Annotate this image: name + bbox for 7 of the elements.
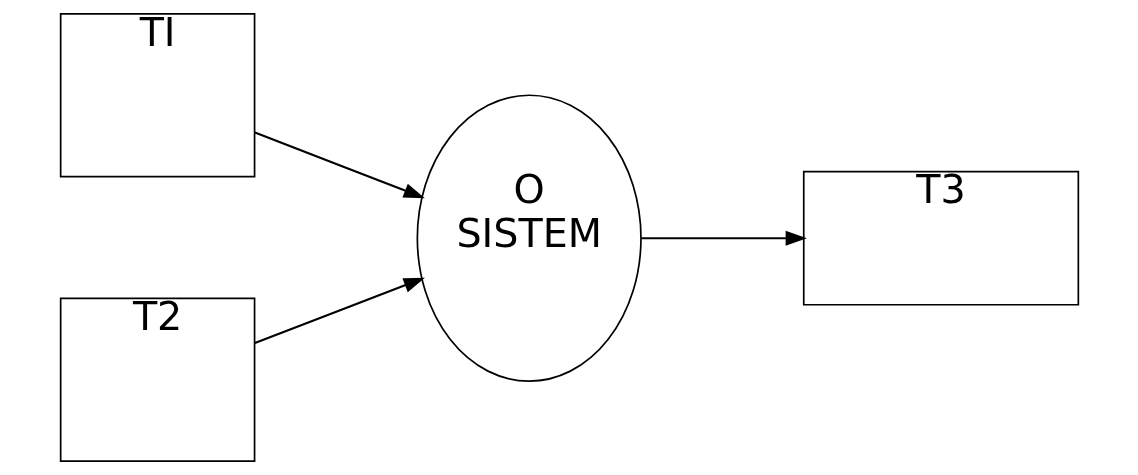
arrow [254,277,425,344]
arrow [640,230,807,246]
node-box: T3 [802,170,1079,306]
node-box: TI [59,13,255,178]
node-box: T2 [59,297,255,462]
node-ellipse: O SISTEM [416,94,642,382]
arrow [254,131,425,199]
